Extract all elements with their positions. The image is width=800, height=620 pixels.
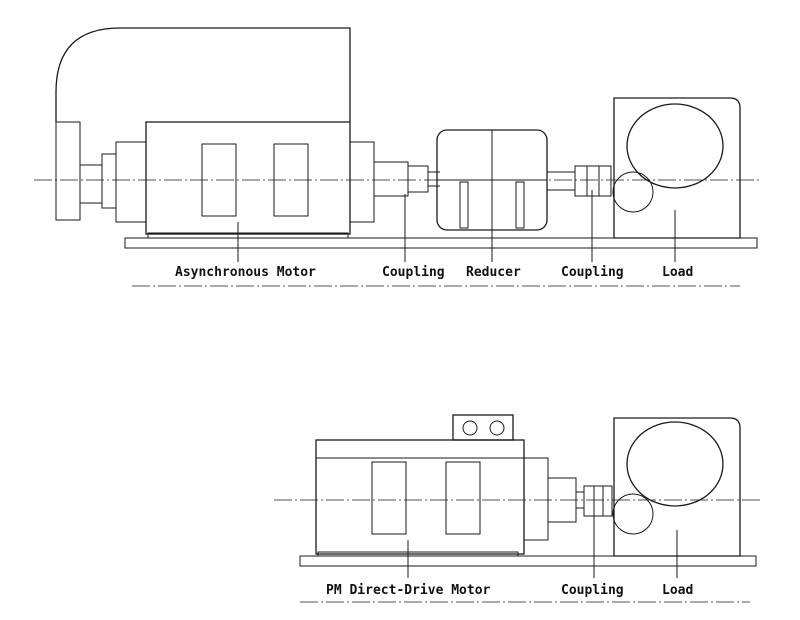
label-coupling-bottom: Coupling xyxy=(561,583,624,598)
reducer-rib-left xyxy=(459,181,469,229)
load-frame-bottom xyxy=(613,417,741,557)
motor-foot xyxy=(147,232,349,239)
load-top xyxy=(612,97,741,239)
top-drive-system: Asynchronous Motor Coupling Reducer Coup… xyxy=(34,27,760,287)
load-drum xyxy=(626,103,724,189)
load-roller-bottom xyxy=(612,493,654,535)
reducer-rib-right xyxy=(515,181,525,229)
pm-front-flange xyxy=(523,457,549,541)
motor-rear-bearing xyxy=(115,141,147,223)
reducer-output-shaft xyxy=(546,171,576,191)
coupling-1-hub xyxy=(407,165,429,193)
motor-rear-flange xyxy=(101,153,117,209)
label-coupling-1: Coupling xyxy=(382,265,445,280)
coupling-2 xyxy=(546,165,612,197)
asynchronous-motor xyxy=(55,27,375,239)
coupling-1 xyxy=(373,161,440,197)
motor-rear-shaft xyxy=(79,164,103,204)
top-base-plate xyxy=(124,237,758,249)
motor-output-shaft xyxy=(373,161,409,197)
load-roller xyxy=(612,171,654,213)
load-frame xyxy=(613,97,741,239)
label-load-top: Load xyxy=(662,265,693,280)
motor-end-cap xyxy=(55,121,81,221)
motor-fan-hood xyxy=(55,27,351,122)
pm-motor-foot xyxy=(317,551,519,557)
pm-window-right xyxy=(445,461,481,535)
label-pm-direct-drive-motor: PM Direct-Drive Motor xyxy=(326,583,491,598)
motor-front-bearing xyxy=(349,141,375,223)
terminal-hole-right xyxy=(489,420,505,436)
pm-motor-body xyxy=(315,439,525,555)
pm-direct-drive-motor xyxy=(315,414,577,557)
load-drum-bottom xyxy=(626,421,724,507)
motor-body xyxy=(145,121,351,235)
coupling-2-hub xyxy=(574,165,612,197)
coupling-bottom-hub xyxy=(583,485,613,517)
coupling-bottom xyxy=(575,485,613,517)
label-coupling-2: Coupling xyxy=(561,265,624,280)
load-bottom xyxy=(612,417,741,557)
label-load-bottom: Load xyxy=(662,583,693,598)
label-asynchronous-motor: Asynchronous Motor xyxy=(175,265,316,280)
terminal-hole-left xyxy=(462,420,478,436)
label-reducer: Reducer xyxy=(466,265,521,280)
pm-window-left xyxy=(371,461,407,535)
bottom-base-plate xyxy=(299,555,757,567)
bottom-drive-system: PM Direct-Drive Motor Coupling Load xyxy=(274,414,760,603)
